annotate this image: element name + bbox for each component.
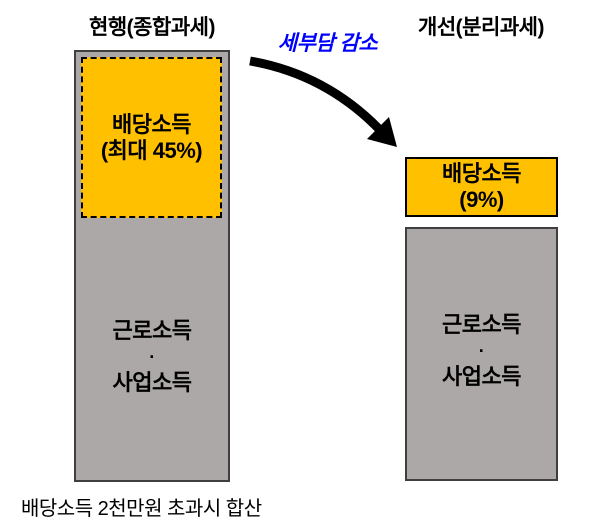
right-dividend-line2: (9%) [459, 187, 504, 212]
right-dividend-line1: 배당소득 [442, 161, 521, 186]
footnote: 배당소득 2천만원 초과시 합산 [21, 498, 262, 520]
left-base-income-label: 근로소득 · 사업소득 [74, 318, 230, 396]
left-dividend-line2: (최대 45%) [100, 137, 203, 163]
curved-arrow-head [367, 117, 397, 147]
left-dividend-line1: 배당소득 [112, 111, 191, 137]
left-base-line2: 사업소득 [112, 370, 192, 395]
right-dividend-box: 배당소득 (9%) [405, 157, 558, 217]
left-base-line1: 근로소득 [112, 318, 192, 343]
right-column-title: 개선(분리과세) [418, 16, 544, 39]
left-column-title: 현행(종합과세) [89, 16, 215, 39]
left-dividend-box: 배당소득 (최대 45%) [81, 57, 222, 218]
right-base-income-label: 근로소득 · 사업소득 [405, 312, 558, 390]
right-base-line1: 근로소득 [442, 312, 521, 337]
right-base-line2: 사업소득 [442, 364, 521, 389]
curved-arrow-shaft [249, 56, 383, 133]
tax-reduction-label: 세부담 감소 [277, 32, 378, 55]
left-base-separator: · [149, 347, 155, 367]
right-base-separator: · [478, 341, 485, 361]
right-income-bar [405, 227, 558, 481]
